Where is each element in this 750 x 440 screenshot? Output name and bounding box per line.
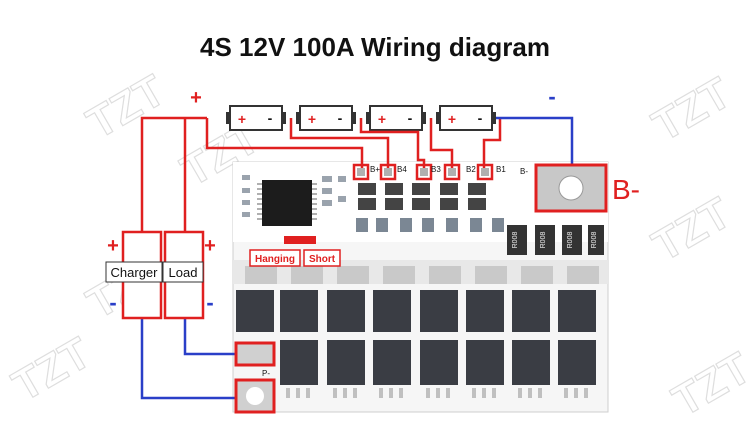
b-minus-wire: [496, 116, 574, 170]
mode-jumper: Hanging Short: [249, 236, 341, 267]
top-plus-label: +: [190, 87, 202, 109]
mosfet: [466, 290, 504, 332]
wire-b1: [482, 118, 502, 172]
load-minus-label: -: [206, 290, 213, 315]
pad-label: B+: [370, 165, 380, 174]
wire-b3: [359, 118, 426, 172]
pad-labels: B+ B4 B3 B2 B1 B-: [370, 165, 528, 176]
load-box: Load + -: [162, 230, 216, 320]
pad-label: B2: [466, 165, 476, 174]
cell-minus-label: -: [478, 110, 483, 126]
protection-ic: [262, 180, 312, 226]
resistor-code: R008: [540, 232, 547, 249]
cell-plus-label: +: [308, 111, 316, 127]
resistor-code: R008: [591, 232, 598, 249]
battery-cell-2: + -: [296, 105, 356, 131]
charger-box: Charger + -: [105, 230, 163, 320]
b-minus-pad: [534, 163, 608, 213]
mosfet: [236, 290, 274, 332]
balance-pad-frames: [352, 163, 494, 181]
cell-minus-label: -: [268, 110, 273, 126]
watermark: TZT: [645, 188, 739, 271]
cell-minus-label: -: [338, 110, 343, 126]
cell-plus-label: +: [448, 111, 456, 127]
battery-cell-4: + -: [436, 105, 496, 131]
pad-frame: [379, 163, 397, 181]
battery-cell-3: + -: [366, 105, 426, 131]
pad-frame: [443, 163, 461, 181]
watermark: TZT: [79, 66, 173, 149]
mosfet-tabs: [245, 266, 599, 284]
pad-frame: [415, 163, 433, 181]
negative-wires: [140, 116, 574, 400]
mosfet: [420, 340, 458, 385]
diagram-title: 4S 12V 100A Wiring diagram: [200, 32, 550, 62]
mosfet: [373, 340, 411, 385]
mosfet: [280, 290, 318, 332]
cell-plus-label: +: [238, 111, 246, 127]
cell-minus-label: -: [408, 110, 413, 126]
wire-b-plus: [205, 118, 364, 172]
wire-b2: [429, 118, 454, 172]
b-minus-label: B-: [612, 174, 640, 205]
pad-frame: [352, 163, 370, 181]
short-label: Short: [309, 254, 336, 265]
load-plus-label: +: [204, 235, 216, 257]
mosfet-row-top: [236, 290, 596, 332]
pad-label: B1: [496, 165, 506, 174]
watermark: TZT: [645, 68, 739, 151]
p-minus-label: P-: [262, 369, 270, 378]
mosfet: [512, 290, 550, 332]
ic-pins-right: [312, 183, 317, 220]
balance-components: [356, 183, 504, 232]
small-components: [242, 175, 346, 217]
wire-b4: [289, 118, 390, 172]
mosfet-row-bottom: [280, 340, 596, 385]
mosfet: [327, 340, 365, 385]
charger-plus-label: +: [107, 235, 119, 257]
mosfet: [558, 290, 596, 332]
pad-label: B-: [520, 167, 528, 176]
mosfet: [327, 290, 365, 332]
watermark: TZT: [665, 343, 750, 426]
charger-negative-wire: [140, 318, 240, 400]
charger-label: Charger: [111, 265, 159, 280]
top-minus-label: -: [548, 84, 555, 109]
positive-wires: [140, 116, 502, 232]
watermark: TZT: [5, 328, 99, 411]
cell-plus-label: +: [378, 111, 386, 127]
pad-label: B3: [431, 165, 441, 174]
balance-pads: [357, 168, 489, 176]
mosfet: [512, 340, 550, 385]
resistor-code: R008: [567, 232, 574, 249]
load-negative-wire: [183, 318, 240, 356]
mosfet: [466, 340, 504, 385]
load-label: Load: [169, 265, 198, 280]
battery-cell-1: + -: [226, 105, 286, 131]
mosfet: [420, 290, 458, 332]
resistor-code: R008: [512, 232, 519, 249]
pad-frame: [476, 163, 494, 181]
mosfet: [373, 290, 411, 332]
charger-minus-label: -: [109, 290, 116, 315]
pad-label: B4: [397, 165, 407, 174]
hanging-label: Hanging: [255, 254, 295, 265]
shunt-resistors: R008 R008 R008 R008: [507, 225, 604, 255]
ic-pins-left: [257, 183, 262, 220]
mosfet: [280, 340, 318, 385]
battery-cells: + - + - + - + -: [226, 105, 496, 131]
mosfet-legs: [286, 388, 588, 398]
p-minus-pads: P-: [234, 341, 276, 414]
mosfet: [558, 340, 596, 385]
